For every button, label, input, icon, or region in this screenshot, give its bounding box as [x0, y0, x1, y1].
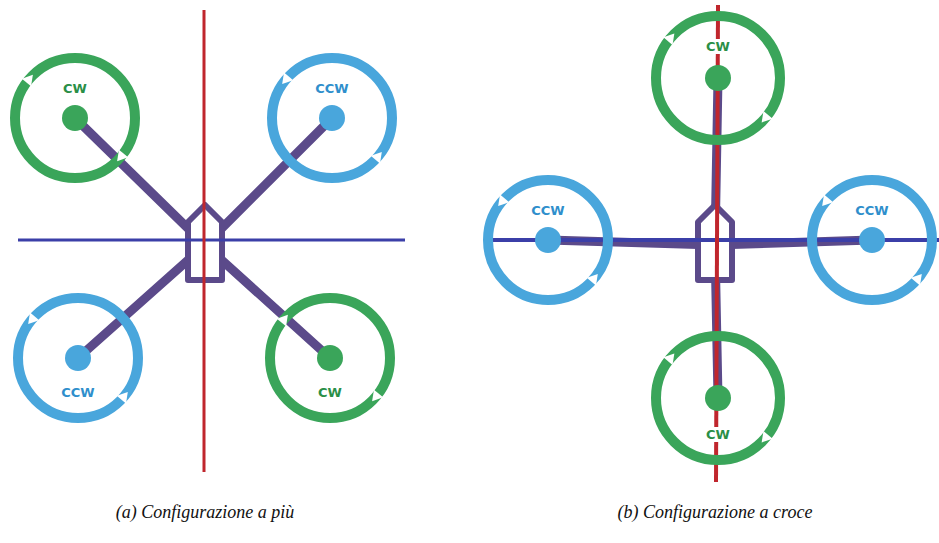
rotation-ring [15, 58, 135, 178]
propeller: CW [262, 290, 398, 426]
rotation-ring [18, 298, 138, 418]
spin-arrow [663, 34, 674, 46]
propeller-ring [648, 8, 788, 148]
spin-arrow [371, 152, 382, 164]
propeller: CCW [804, 172, 939, 308]
rotation-ring [656, 336, 780, 460]
spin-arrow [762, 431, 773, 443]
motor-hub [705, 385, 731, 411]
motor-hub [65, 345, 91, 371]
spin-arrow [117, 392, 128, 404]
spin-arrow [277, 315, 288, 327]
motor-hub [705, 65, 731, 91]
propeller: CCW [10, 290, 146, 426]
rotation-ring [656, 16, 780, 140]
rotation-label: CW [704, 39, 732, 54]
rotation-label: CCW [59, 385, 96, 400]
spin-arrow [762, 111, 773, 123]
figure-caption: (b) Configurazione a croce [618, 502, 813, 523]
spin-arrow [822, 195, 833, 207]
rotation-ring [272, 58, 392, 178]
spin-arrow [22, 75, 33, 87]
spin-arrow [663, 354, 674, 366]
propeller-ring [262, 290, 398, 426]
propeller: CCW [480, 172, 616, 308]
rotation-ring [488, 180, 608, 300]
spin-arrow [282, 73, 293, 85]
rotation-label: CCW [529, 203, 566, 218]
spin-arrow [587, 274, 598, 286]
roll-axis [18, 239, 405, 242]
rotation-label: CW [704, 427, 732, 442]
propeller-ring [10, 290, 146, 426]
propeller-ring [480, 172, 616, 308]
rotation-label: CW [61, 81, 89, 96]
rotation-ring [270, 298, 390, 418]
rotation-label: CCW [313, 81, 350, 96]
propeller-ring [7, 50, 143, 186]
rotation-ring [812, 180, 932, 300]
propeller-ring [648, 328, 788, 468]
motor-hub [319, 105, 345, 131]
propeller: CW [648, 8, 788, 148]
motor-hub [62, 105, 88, 131]
motor-hub [859, 227, 885, 253]
figure-caption: (a) Configurazione a più [116, 502, 295, 523]
spin-arrow [498, 195, 509, 207]
propeller-ring [264, 50, 400, 186]
spin-arrow [117, 150, 128, 162]
motor-hub [317, 345, 343, 371]
propeller: CW [7, 50, 143, 186]
rotation-label: CW [316, 385, 344, 400]
rotation-label: CCW [853, 203, 890, 218]
spin-arrow [911, 274, 922, 286]
spin-arrow [28, 313, 39, 325]
propeller: CCW [264, 50, 400, 186]
propeller-ring [804, 172, 939, 308]
spin-arrow [372, 390, 383, 402]
propeller: CW [648, 328, 788, 468]
motor-hub [535, 227, 561, 253]
pitch-axis [203, 10, 206, 472]
